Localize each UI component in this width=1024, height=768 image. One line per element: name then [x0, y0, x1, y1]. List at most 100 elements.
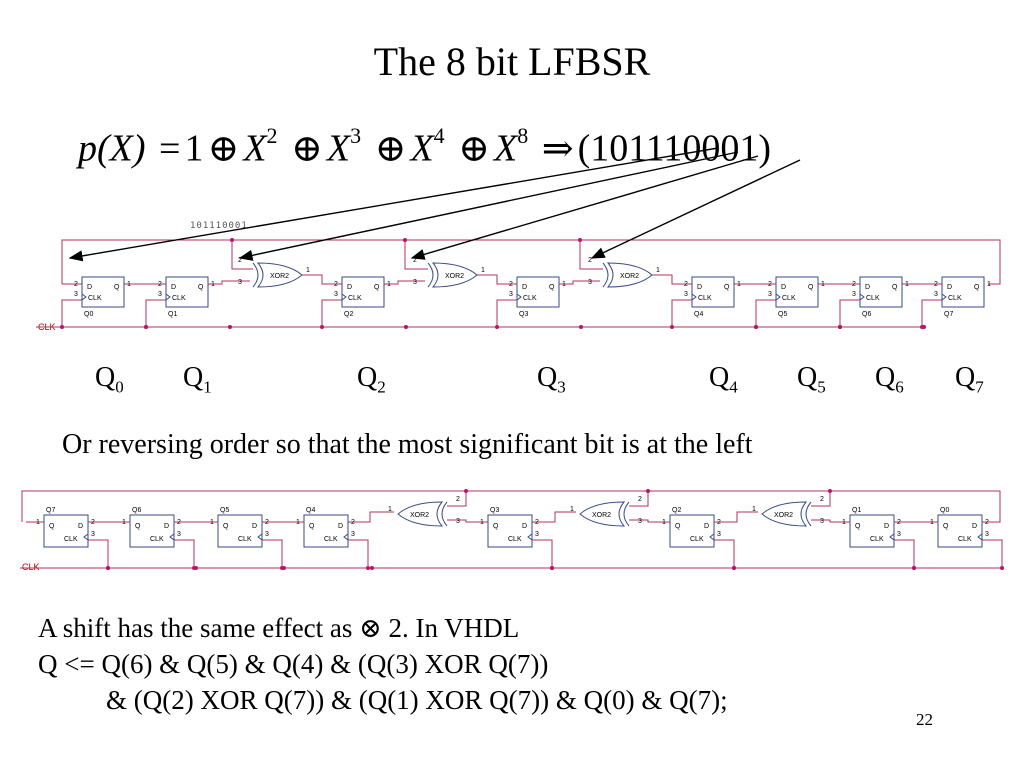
- q-label-sub: 5: [817, 377, 826, 397]
- ff-instance-label: Q6: [132, 507, 141, 514]
- xor-back-curve: [623, 501, 630, 527]
- ff-pin-clk: 3: [158, 291, 162, 298]
- clock-edge-icon: [709, 533, 715, 541]
- formula-equals: =: [159, 127, 181, 170]
- junction-tap-2: [578, 238, 582, 242]
- flip-flop-body: [941, 276, 985, 308]
- formula-exp-4: 8: [517, 123, 529, 148]
- ff-d-label: D: [164, 523, 169, 530]
- ff-instance-label: Q2: [344, 311, 353, 318]
- wire-q3-xor3: [447, 519, 488, 523]
- ff-pin-clk: 3: [177, 531, 181, 538]
- ff-d-label: D: [697, 284, 702, 291]
- clk-branch-2: [262, 539, 283, 568]
- q-junction-0: [144, 325, 148, 329]
- clk-junction-0: [60, 325, 64, 329]
- formula-var-4: X: [494, 127, 518, 170]
- clk-junction-4: [670, 325, 674, 329]
- xor-symbol-1: ⊕: [207, 127, 240, 170]
- flip-flop-body: [217, 514, 263, 548]
- ff-q-label: Q: [49, 523, 55, 530]
- q-junction-6: [922, 325, 926, 329]
- feedback-wire: [61, 239, 1001, 285]
- clock-edge-icon: [341, 293, 347, 301]
- ff-clk-label: CLK: [172, 295, 186, 302]
- clock-edge-icon: [81, 293, 87, 301]
- ff-q-label: Q: [374, 284, 380, 291]
- xor-pin-a: 2: [588, 257, 592, 264]
- ff-pin-q: 1: [127, 281, 131, 288]
- xor-pin-b: 3: [456, 518, 460, 525]
- wire-xor-d2: [714, 511, 758, 523]
- clk-branch-0: [61, 299, 82, 327]
- clk-branch-3: [348, 539, 369, 568]
- xor-pin-b: 3: [238, 279, 242, 286]
- q-junction-2: [404, 325, 408, 329]
- xor-body: [579, 501, 626, 527]
- implies-arrow: ⇒: [541, 127, 574, 170]
- ff-pin-d: 2: [985, 519, 989, 526]
- q-junction-5: [838, 325, 842, 329]
- clock-edge-icon: [527, 533, 533, 541]
- ff-instance-label: Q1: [852, 507, 861, 514]
- ff-pin-clk: 3: [74, 291, 78, 298]
- q-label-6: Q6: [875, 362, 904, 404]
- ff-pin-d: 2: [91, 519, 95, 526]
- ff-clk-label: CLK: [324, 536, 338, 543]
- formula-exp-1: 2: [266, 123, 278, 148]
- flip-flop-body: [81, 276, 125, 308]
- flip-flop-body: [775, 276, 819, 308]
- clk-branch-4: [671, 299, 692, 327]
- ff-clk-label: CLK: [348, 295, 362, 302]
- wire-q2-xor2: [384, 280, 425, 285]
- xor-pin-a: 2: [413, 257, 417, 264]
- ff-pin-clk: 3: [717, 531, 721, 538]
- ff-pin-d: 2: [717, 519, 721, 526]
- ff-pin-d: 2: [768, 281, 772, 288]
- ff-q-label: Q: [549, 284, 555, 291]
- wire-tap-xor2: [629, 491, 649, 507]
- clock-edge-icon: [691, 293, 697, 301]
- ff-instance-label: Q7: [944, 311, 953, 318]
- flip-flop-body: [165, 276, 209, 308]
- ff-clk-label: CLK: [782, 295, 796, 302]
- formula-var-3: X: [410, 127, 434, 170]
- ff-pin-d: 2: [509, 281, 513, 288]
- ff-clk-label: CLK: [690, 536, 704, 543]
- vhdl-line-2: Q <= Q(6) & Q(5) & Q(4) & (Q(3) XOR Q(7)…: [38, 649, 549, 679]
- ff-pin-d: 2: [897, 519, 901, 526]
- bus-label: 101110001: [190, 221, 248, 231]
- clk-branch-1: [174, 539, 195, 568]
- clk-junction-3: [366, 566, 370, 570]
- clock-edge-icon: [257, 533, 263, 541]
- formula-lhs: p(X): [78, 127, 146, 170]
- tap-arrow-x8: [68, 147, 719, 262]
- ff-q-label: Q: [309, 523, 315, 530]
- flip-flop-body: [487, 514, 533, 548]
- flip-flop-body: [516, 276, 560, 308]
- xor-symbol-4: ⊕: [458, 127, 490, 170]
- vhdl-line-3: & (Q(2) XOR Q(7)) & (Q(1) XOR Q(7)) & Q(…: [106, 685, 728, 715]
- q-label-5: Q5: [797, 362, 826, 404]
- xor-pin-a: 2: [820, 496, 824, 503]
- wire-xor1-d2: [302, 274, 342, 285]
- flip-flop-body: [937, 514, 983, 548]
- q-label-1: Q1: [183, 362, 212, 404]
- formula-one: 1: [184, 127, 204, 170]
- ff-pin-q: 1: [737, 281, 741, 288]
- wire-xor-d4: [348, 511, 394, 523]
- q-label-base: Q: [537, 362, 558, 393]
- q-junction-5: [732, 566, 736, 570]
- ff-q-label: Q: [114, 284, 120, 291]
- ff-pin-d: 2: [265, 519, 269, 526]
- xor-body: [397, 501, 444, 527]
- xor-pin-out: 1: [306, 267, 310, 274]
